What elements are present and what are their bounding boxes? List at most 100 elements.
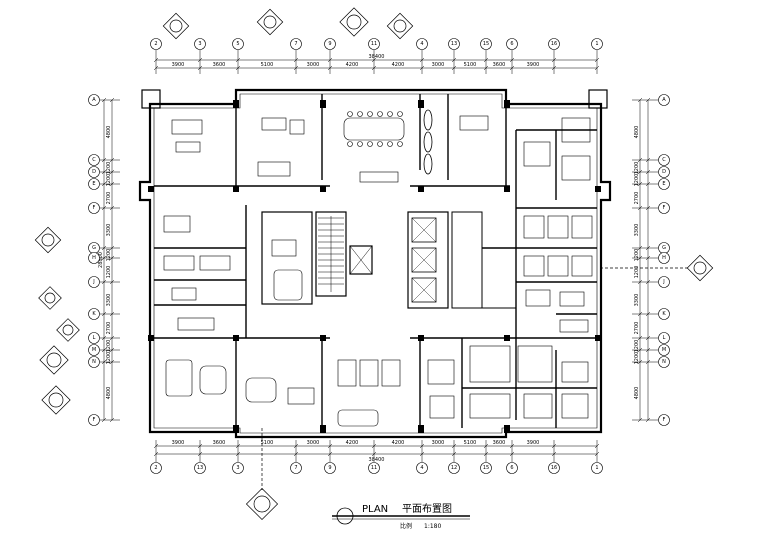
furniture bbox=[163, 111, 593, 427]
dim-bottom-9: 3900 bbox=[527, 440, 540, 446]
dim-right-3: 2700 bbox=[634, 192, 640, 205]
svg-text:A: A bbox=[92, 97, 96, 103]
svg-text:M: M bbox=[662, 347, 666, 353]
grid-left-9: L bbox=[88, 332, 100, 344]
svg-text:M: M bbox=[92, 347, 96, 353]
grid-right-8: K bbox=[658, 308, 670, 320]
grid-top-5: 11 bbox=[368, 38, 380, 50]
svg-text:F: F bbox=[93, 205, 96, 211]
grid-bottom-2: 3 bbox=[232, 462, 244, 474]
svg-text:G: G bbox=[92, 245, 96, 251]
grid-top-8: 15 bbox=[480, 38, 492, 50]
dim-top-0: 3900 bbox=[172, 62, 185, 68]
svg-text:J: J bbox=[662, 279, 664, 285]
dim-right-7: 3300 bbox=[634, 294, 640, 307]
svg-text:1: 1 bbox=[595, 41, 598, 47]
dim-top-6: 3000 bbox=[432, 62, 445, 68]
grid-bottom-8: 15 bbox=[480, 462, 492, 474]
grid-bottom-4: 9 bbox=[324, 462, 336, 474]
grid-top-10: 16 bbox=[548, 38, 560, 50]
dim-top-2: 5100 bbox=[261, 62, 274, 68]
grid-right-10: M bbox=[658, 344, 670, 356]
svg-text:11: 11 bbox=[371, 41, 377, 47]
grid-left-7: J bbox=[88, 276, 100, 288]
grid-left-12: F bbox=[88, 414, 100, 426]
svg-text:N: N bbox=[662, 359, 666, 365]
dim-right-10: 1200 bbox=[634, 352, 640, 365]
svg-text:A: A bbox=[662, 97, 666, 103]
dim-left-2: 1200 bbox=[106, 174, 112, 187]
interior-walls bbox=[154, 94, 597, 428]
svg-text:H: H bbox=[92, 255, 96, 261]
grid-top-1: 3 bbox=[194, 38, 206, 50]
grid-right-12: F bbox=[658, 414, 670, 426]
dim-bottom-5: 4200 bbox=[392, 440, 405, 446]
dim-left-8: 2700 bbox=[106, 322, 112, 335]
building-outline bbox=[138, 88, 612, 439]
svg-text:D: D bbox=[662, 169, 666, 175]
svg-text:16: 16 bbox=[551, 465, 557, 471]
svg-text:D: D bbox=[92, 169, 96, 175]
grid-bottom-0: 2 bbox=[150, 462, 162, 474]
dim-right-8: 2700 bbox=[634, 322, 640, 335]
svg-text:3: 3 bbox=[236, 465, 239, 471]
dim-right-0: 4800 bbox=[634, 126, 640, 139]
grid-right-11: N bbox=[658, 356, 670, 368]
svg-text:K: K bbox=[662, 311, 666, 317]
grid-right-0: A bbox=[658, 94, 670, 106]
svg-text:2: 2 bbox=[154, 465, 157, 471]
grid-bottom-9: 6 bbox=[506, 462, 518, 474]
grid-top-6: 4 bbox=[416, 38, 428, 50]
dim-left-total: 28800 bbox=[98, 252, 104, 268]
dim-top-7: 5100 bbox=[464, 62, 477, 68]
svg-text:15: 15 bbox=[483, 41, 489, 47]
svg-text:F: F bbox=[93, 417, 96, 423]
grid-right-5: G bbox=[658, 242, 670, 254]
svg-text:C: C bbox=[92, 157, 96, 163]
svg-text:3: 3 bbox=[198, 41, 201, 47]
grid-right-9: L bbox=[658, 332, 670, 344]
dim-right-1: 1200 bbox=[634, 162, 640, 175]
svg-text:12: 12 bbox=[451, 465, 457, 471]
svg-text:K: K bbox=[92, 311, 96, 317]
dim-left-1: 1200 bbox=[106, 162, 112, 175]
svg-text:N: N bbox=[92, 359, 96, 365]
grid-top-7: 13 bbox=[448, 38, 460, 50]
dim-left-3: 2700 bbox=[106, 192, 112, 205]
dim-top-1: 3600 bbox=[213, 62, 226, 68]
dim-left-0: 4800 bbox=[106, 126, 112, 139]
dim-left-11: 4800 bbox=[106, 387, 112, 400]
dim-right-4: 3300 bbox=[634, 224, 640, 237]
grid-left-4: F bbox=[88, 202, 100, 214]
dim-bottom-6: 3000 bbox=[432, 440, 445, 446]
scale-value: 1:180 bbox=[424, 523, 441, 530]
svg-text:7: 7 bbox=[294, 41, 297, 47]
svg-text:C: C bbox=[662, 157, 666, 163]
grid-left-10: M bbox=[88, 344, 100, 356]
grid-left-2: D bbox=[88, 166, 100, 178]
grid-bottom-11: 1 bbox=[591, 462, 603, 474]
dim-top-9: 3900 bbox=[527, 62, 540, 68]
grid-left-11: N bbox=[88, 356, 100, 368]
dimension-lines bbox=[100, 50, 658, 462]
svg-text:G: G bbox=[662, 245, 666, 251]
grid-left-8: K bbox=[88, 308, 100, 320]
dim-top-total: 38400 bbox=[369, 54, 385, 60]
grid-left-0: A bbox=[88, 94, 100, 106]
grid-left-3: E bbox=[88, 178, 100, 190]
dim-right-11: 4800 bbox=[634, 387, 640, 400]
svg-text:H: H bbox=[662, 255, 666, 261]
grid-bottom-6: 4 bbox=[416, 462, 428, 474]
grid-top-11: 1 bbox=[591, 38, 603, 50]
dim-bottom-7: 5100 bbox=[464, 440, 477, 446]
dim-right-2: 1200 bbox=[634, 174, 640, 187]
svg-text:6: 6 bbox=[510, 41, 513, 47]
svg-text:L: L bbox=[93, 335, 96, 341]
grid-bottom-1: 13 bbox=[194, 462, 206, 474]
grid-right-7: J bbox=[658, 276, 670, 288]
grid-bottom-7: 12 bbox=[448, 462, 460, 474]
svg-text:15: 15 bbox=[483, 465, 489, 471]
